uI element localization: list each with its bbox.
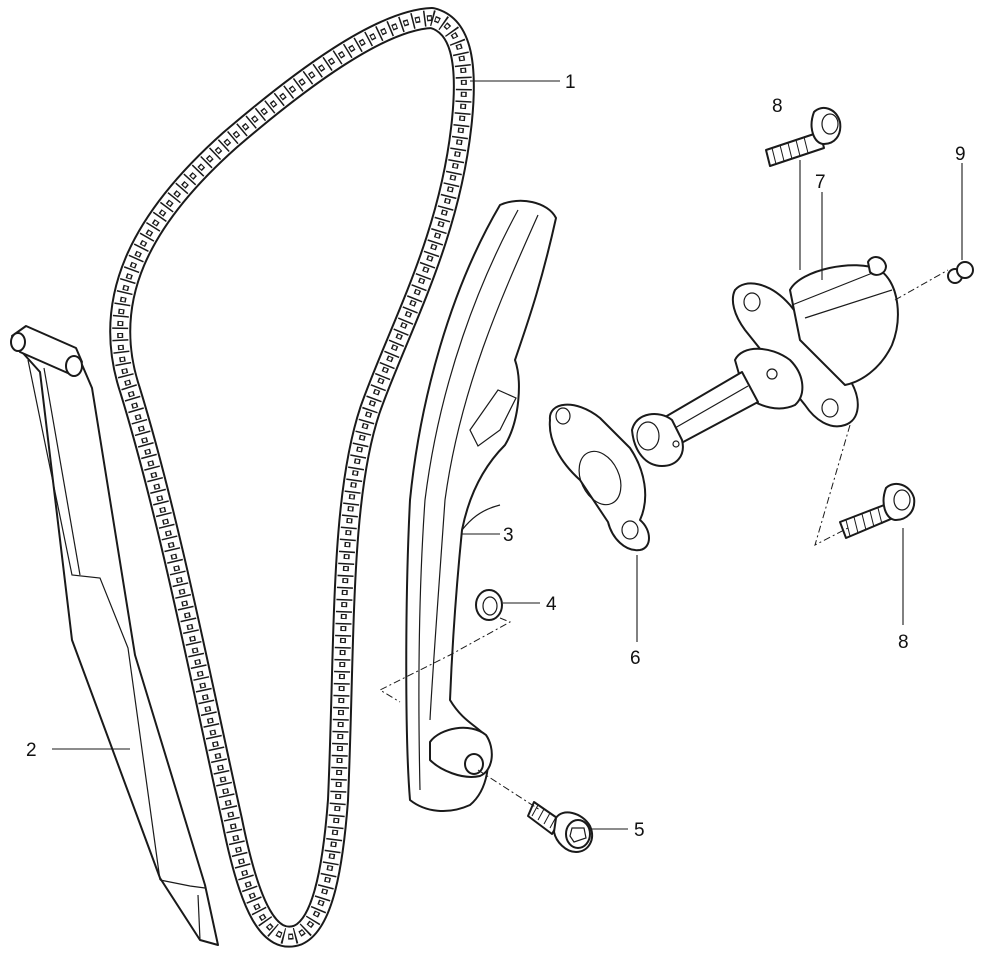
- callout-3: 3: [503, 525, 514, 546]
- chain-tensioner: [631, 256, 899, 467]
- tensioner-bolt-lower: [839, 482, 916, 539]
- callout-5: 5: [634, 820, 645, 841]
- callout-2: 2: [26, 740, 37, 761]
- washer: [475, 589, 503, 621]
- callout-4: 4: [546, 594, 557, 615]
- callout-1: 1: [565, 72, 576, 93]
- fixed-chain-guide: [10, 325, 219, 946]
- callout-8-lower: 8: [898, 632, 909, 653]
- assembly-lines: [378, 269, 949, 811]
- callout-9: 9: [955, 144, 966, 165]
- timing-chain: [109, 7, 475, 948]
- callout-8-upper: 8: [772, 96, 783, 117]
- callout-6: 6: [630, 648, 641, 669]
- callout-labels: 1 2 3 4 5 6 7 8 8 9: [26, 72, 966, 841]
- tensioner-gasket: [548, 403, 650, 552]
- leader-lines: [52, 80, 963, 830]
- callout-7: 7: [815, 172, 826, 193]
- tensioner-plug: [947, 261, 974, 284]
- tensioner-bolt-upper: [765, 106, 842, 167]
- pivot-bolt: [527, 801, 594, 853]
